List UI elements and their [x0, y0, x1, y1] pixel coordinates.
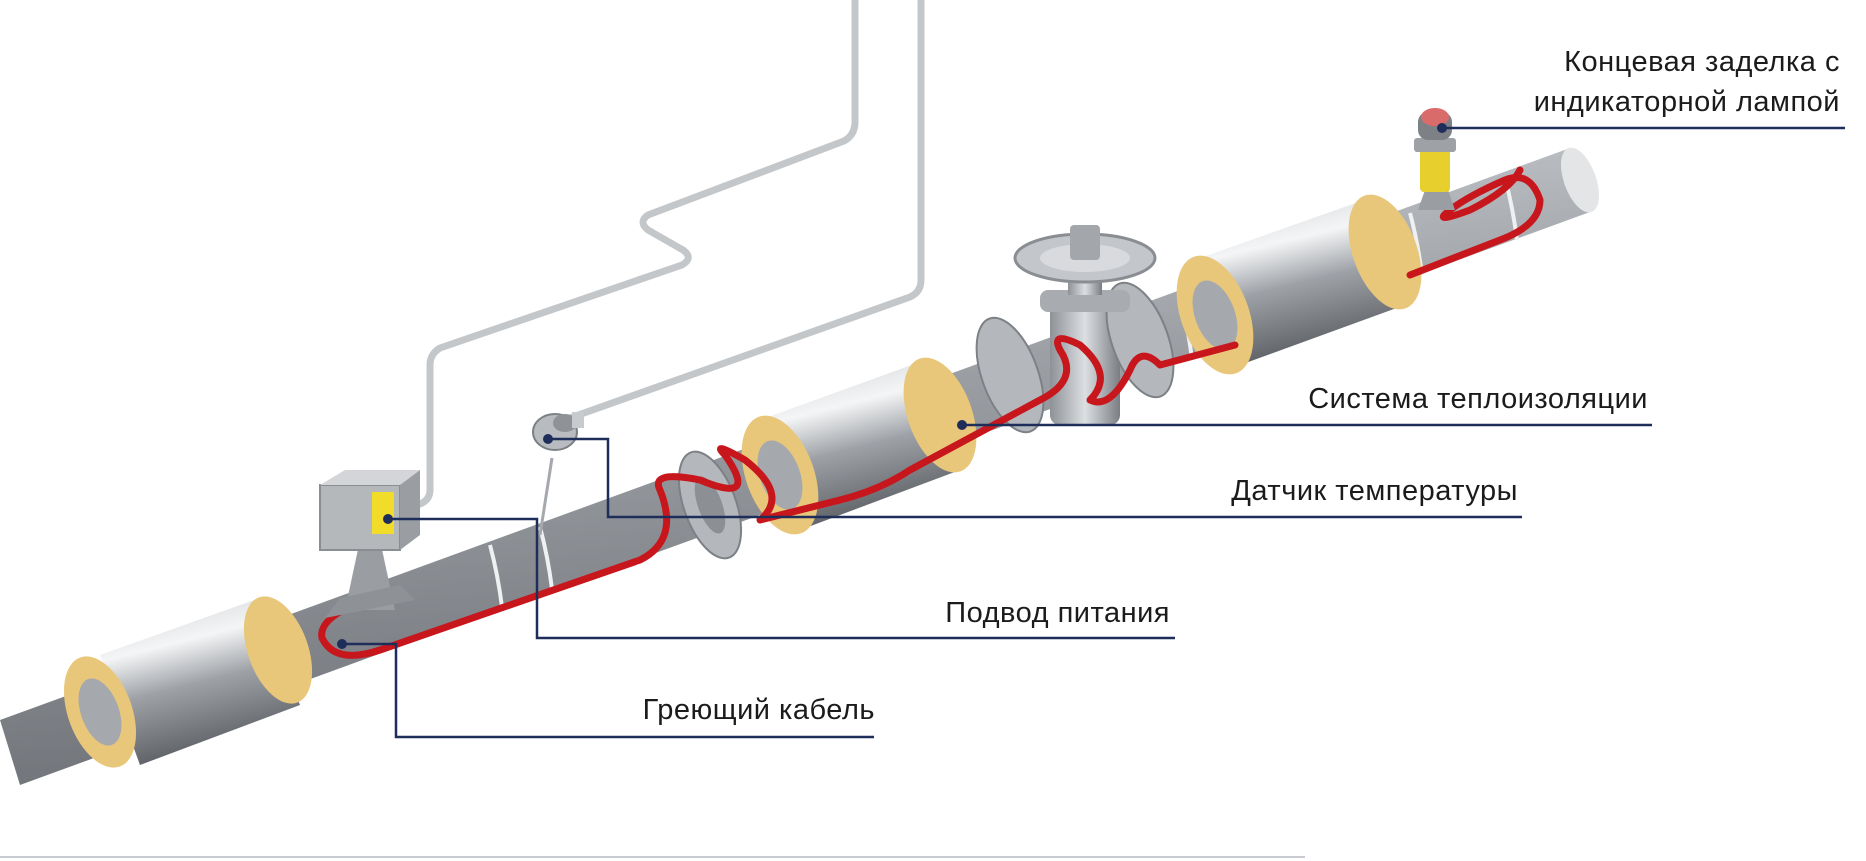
junction-box-panel: [372, 492, 394, 534]
end-seal-lamp: [1414, 108, 1456, 210]
leader-lines: [342, 126, 1845, 739]
conduit-left: [391, 0, 859, 516]
leader-power-supply: [388, 517, 1175, 640]
lamp-body: [1420, 148, 1450, 192]
lamp-cap: [1421, 108, 1449, 126]
insulation-segment-left: [63, 596, 313, 768]
gate-valve: [975, 225, 1175, 434]
pipe-band: [488, 544, 504, 608]
junction-box: [319, 470, 420, 618]
label-end-seal-line1: Концевая заделка с: [1564, 46, 1840, 78]
conduit-right: [566, 0, 925, 422]
leader-dots: [337, 123, 1447, 649]
support-conduits: [391, 0, 925, 516]
leader-temp-sensor: [548, 437, 1522, 519]
pipe-end-cap: [1560, 147, 1600, 213]
heating-cable: [318, 166, 1544, 659]
label-power-supply: Подвод питания: [945, 597, 1170, 629]
heating-cable-run: [318, 166, 1544, 659]
leader-heating-cable: [342, 642, 874, 739]
label-end-seal-line2: индикаторной лампой: [1534, 86, 1840, 118]
label-insulation: Система теплоизоляции: [1308, 383, 1648, 415]
label-heating-cable: Греющий кабель: [643, 694, 875, 726]
label-temp-sensor: Датчик температуры: [1231, 475, 1518, 507]
